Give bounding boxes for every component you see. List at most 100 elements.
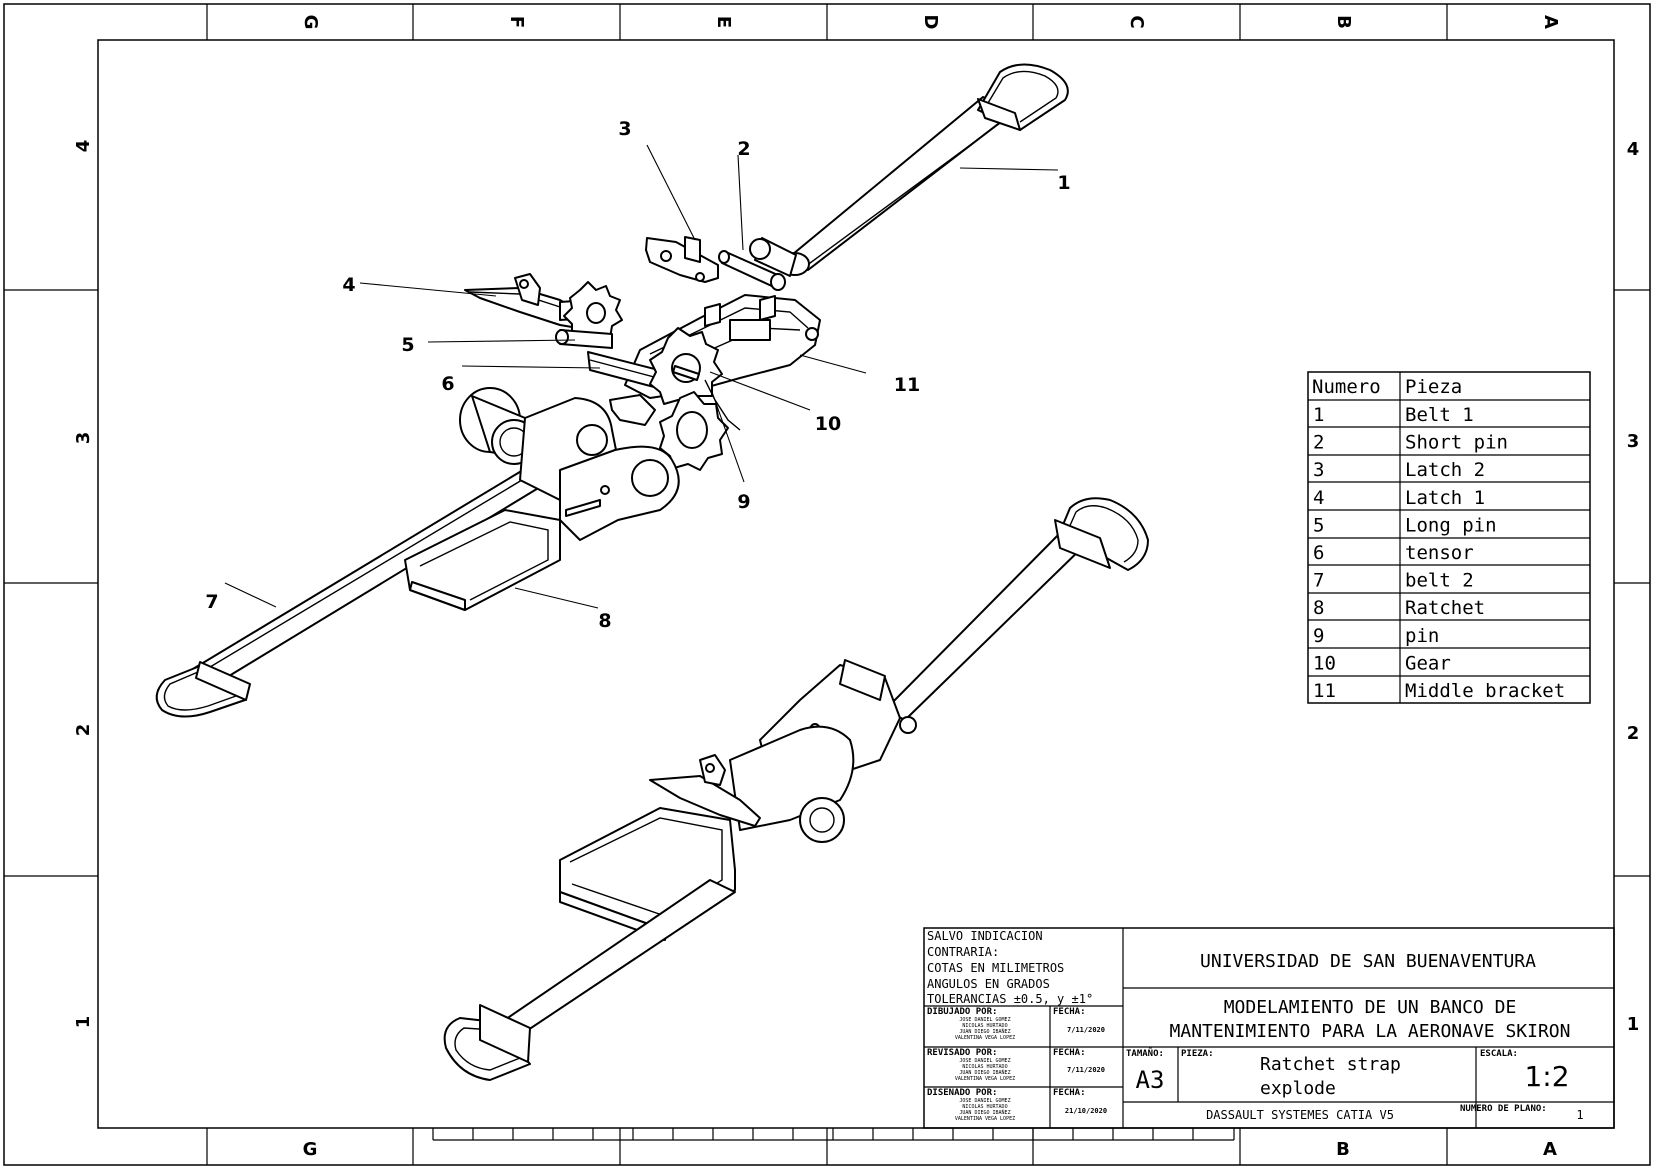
bom-row-piece: Latch 1 — [1405, 487, 1485, 509]
zone-labels-left: 4 3 2 1 — [73, 140, 94, 1029]
tb-checked-by-name-2: NICOLAS HURTADO — [962, 1064, 1007, 1070]
bom-row-piece: belt 2 — [1405, 570, 1474, 592]
tb-piece-label: PIEZA: — [1181, 1049, 1214, 1059]
tb-checked-by-name-4: VALENTINA VEGA LOPEZ — [955, 1076, 1015, 1082]
zone-left-2: 2 — [73, 724, 94, 737]
tb-drawn-by-name-4: VALENTINA VEGA LOPEZ — [955, 1035, 1015, 1041]
zone-bottom-b: B — [1336, 1139, 1350, 1160]
tb-software: DASSAULT SYSTEMES CATIA V5 — [1206, 1108, 1394, 1122]
tb-designed-by-name-3: JUAN DIEGO IBAÑEZ — [959, 1109, 1010, 1116]
tb-project-line-2: MANTENIMIENTO PARA LA AERONAVE SKIRON — [1170, 1021, 1571, 1042]
balloon-7: 7 — [205, 591, 218, 613]
bom-row-number: 8 — [1313, 597, 1324, 619]
zone-labels-right: 4 3 2 1 — [1627, 139, 1640, 1035]
tb-drawn-date-label: FECHA: — [1053, 1007, 1086, 1017]
ratchet-drawing — [155, 387, 680, 718]
tb-note-5: TOLERANCIAS ±0.5, y ±1° — [927, 992, 1093, 1006]
bom-row-piece: tensor — [1405, 542, 1474, 564]
tb-note-4: ANGULOS EN GRADOS — [927, 977, 1050, 991]
zone-top-d: D — [920, 15, 941, 30]
bom-row-number: 4 — [1313, 487, 1324, 509]
balloon-9: 9 — [737, 491, 750, 513]
zone-right-4: 4 — [1627, 139, 1640, 160]
tb-project-line-1: MODELAMIENTO DE UN BANCO DE — [1224, 997, 1517, 1018]
balloon-6: 6 — [441, 373, 454, 395]
zone-labels-top: G F E D C B A — [300, 15, 1561, 30]
balloon-2: 2 — [737, 138, 750, 160]
balloon-4: 4 — [342, 274, 355, 296]
zone-top-b: B — [1333, 15, 1354, 29]
bom-row-number: 2 — [1313, 432, 1324, 454]
tb-designed-date: 21/10/2020 — [1065, 1107, 1107, 1115]
bom-row-piece: Ratchet — [1405, 597, 1485, 619]
tb-drawn-by-name-2: NICOLAS HURTADO — [962, 1023, 1007, 1029]
belt-1-drawing — [749, 63, 1069, 277]
tb-checked-date-label: FECHA: — [1053, 1048, 1086, 1058]
tb-plan-number: 1 — [1576, 1108, 1583, 1122]
tb-university: UNIVERSIDAD DE SAN BUENAVENTURA — [1200, 951, 1536, 972]
bom-row-number: 9 — [1313, 625, 1324, 647]
zone-right-3: 3 — [1627, 431, 1640, 452]
long-pin-drawing — [555, 329, 613, 349]
bom-row-piece: Latch 2 — [1405, 459, 1485, 481]
tb-designed-by-name-2: NICOLAS HURTADO — [962, 1104, 1007, 1110]
balloon-10: 10 — [815, 413, 841, 435]
zone-top-a: A — [1540, 15, 1561, 29]
pin-drawing — [704, 379, 741, 431]
bom-row-number: 7 — [1313, 570, 1324, 592]
zone-left-4: 4 — [73, 140, 94, 153]
tb-checked-by-name-3: JUAN DIEGO IBAÑEZ — [959, 1069, 1010, 1076]
zone-right-2: 2 — [1627, 723, 1640, 744]
bom-row-piece: Gear — [1405, 652, 1451, 674]
tb-scale-label: ESCALA: — [1480, 1049, 1518, 1059]
tb-designed-by-label: DISEÑADO POR: — [927, 1087, 997, 1098]
bom-header-number: Numero — [1312, 376, 1381, 398]
balloon-5: 5 — [401, 334, 414, 356]
bom-row-number: 11 — [1313, 680, 1336, 702]
bom-row-number: 1 — [1313, 404, 1324, 426]
title-block: SALVO INDICACION CONTRARIA: COTAS EN MIL… — [923, 927, 1615, 1129]
bom-row-number: 10 — [1313, 652, 1336, 674]
tb-drawn-by-label: DIBUJADO POR: — [927, 1007, 997, 1017]
tb-designed-by-name-1: JOSE DANIEL GOMEZ — [959, 1098, 1010, 1104]
balloon-11: 11 — [894, 374, 920, 396]
zone-top-e: E — [713, 16, 734, 28]
balloon-3: 3 — [618, 118, 631, 140]
zone-right-1: 1 — [1627, 1014, 1640, 1035]
tb-size-label: TAMAÑO: — [1126, 1048, 1164, 1059]
balloon-labels: 1 2 3 4 5 6 7 8 9 10 11 — [205, 118, 1070, 632]
zone-top-f: F — [506, 16, 527, 28]
bom-row-piece: Middle bracket — [1405, 680, 1565, 702]
zone-labels-bottom: G B A — [303, 1139, 1557, 1160]
tb-size: A3 — [1136, 1066, 1165, 1094]
assembled-ratchet-drawing — [443, 497, 1149, 1081]
bom-header-piece: Pieza — [1405, 376, 1462, 398]
tb-piece-line-2: explode — [1260, 1078, 1336, 1099]
tb-plan-number-label: NUMERO DE PLANO: — [1460, 1104, 1547, 1114]
tb-note-2: CONTRARIA: — [927, 945, 999, 959]
lower-gear-drawing — [659, 391, 729, 471]
short-pin-drawing — [718, 250, 786, 291]
tb-drawn-by-name-3: JUAN DIEGO IBAÑEZ — [959, 1028, 1010, 1035]
inner-border — [97, 39, 1615, 1129]
bom-row-piece: Short pin — [1405, 432, 1508, 454]
bom-row-number: 5 — [1313, 514, 1324, 536]
bom-row-piece: Long pin — [1405, 514, 1497, 536]
tb-piece-line-1: Ratchet strap — [1260, 1054, 1401, 1075]
tb-drawn-by-name-1: JOSE DANIEL GOMEZ — [959, 1017, 1010, 1023]
exploded-view: 1 2 3 4 5 6 7 8 9 10 11 — [155, 63, 1149, 1081]
bom-row-piece: Belt 1 — [1405, 404, 1474, 426]
zone-top-c: C — [1126, 15, 1147, 28]
outer-border — [3, 3, 1651, 1166]
zone-dividers — [4, 4, 1650, 1165]
zone-bottom-g: G — [303, 1139, 318, 1160]
zone-left-3: 3 — [73, 432, 94, 445]
balloon-1: 1 — [1057, 172, 1070, 194]
zone-top-g: G — [300, 15, 321, 30]
tb-checked-by-label: REVISADO POR: — [927, 1048, 997, 1058]
tb-checked-date: 7/11/2020 — [1067, 1066, 1105, 1074]
zone-left-1: 1 — [73, 1016, 94, 1029]
leader-lines — [224, 144, 1059, 609]
